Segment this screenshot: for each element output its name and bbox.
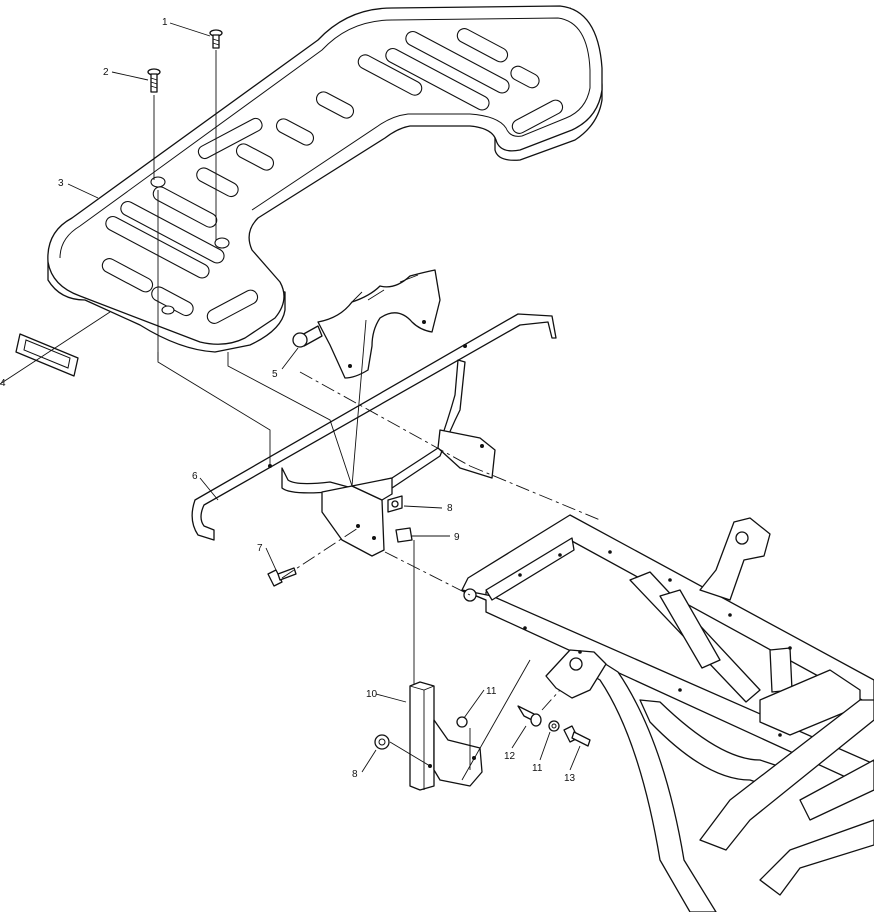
callout-8-lower: 8 (352, 769, 358, 780)
standoff-part-10 (409, 681, 435, 791)
callout-12: 12 (504, 751, 516, 762)
rear-rack (47, 5, 603, 353)
bracket-plate-part-11 (428, 716, 483, 787)
callout-1: 1 (162, 17, 168, 28)
callout-7: 7 (257, 543, 263, 554)
screw-part-2 (147, 68, 161, 93)
callout-5: 5 (272, 369, 278, 380)
washer-part-11-lower (548, 720, 560, 732)
decal-part-4 (15, 333, 79, 377)
mount-bracket (321, 477, 413, 557)
callout-11-upper: 11 (486, 686, 497, 697)
callout-3: 3 (58, 178, 64, 189)
callout-11-lower: 11 (532, 763, 543, 774)
callout-8-upper: 8 (447, 503, 453, 514)
callout-labels: 1 2 3 4 5 6 7 8 9 10 11 8 12 11 13 (0, 17, 576, 784)
alignment-lines (153, 50, 601, 781)
rack-support-frame (281, 359, 496, 499)
bolt-part-7 (267, 567, 297, 587)
nut-part-8-lower (374, 734, 390, 750)
callout-4: 4 (0, 378, 6, 389)
callout-6: 6 (192, 471, 198, 482)
screw-part-1 (209, 29, 223, 49)
bolt-part-13 (563, 725, 591, 747)
callout-10: 10 (366, 689, 378, 700)
vehicle-frame (461, 514, 874, 912)
callout-2: 2 (103, 67, 109, 78)
callout-9: 9 (454, 532, 460, 543)
mudguard-bracket (292, 269, 441, 379)
leader-lines (0, 22, 581, 773)
callout-13: 13 (564, 773, 576, 784)
spacer-part-12 (517, 705, 542, 727)
